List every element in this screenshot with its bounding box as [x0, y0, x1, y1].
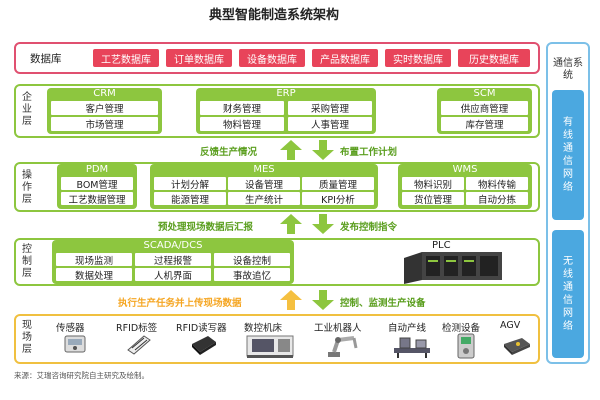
- operation-label: 操作层: [22, 170, 32, 205]
- enterprise-label: 企业层: [22, 92, 32, 127]
- plc-icon: [404, 252, 502, 284]
- erp-title: ERP: [276, 88, 296, 99]
- scada-hmi: 人机界面: [135, 268, 211, 282]
- arrow-up-1-label: 反馈生产情况: [200, 147, 258, 158]
- auto-line-icon: [394, 337, 430, 358]
- mes-plan: 计划分解: [154, 177, 226, 191]
- erp-material: 物料管理: [200, 117, 284, 131]
- arrow-up-3-label: 执行生产任务并上传现场数据: [118, 298, 242, 309]
- scada-recall: 事故追忆: [214, 268, 290, 282]
- scada-control: 设备控制: [214, 253, 290, 267]
- wms-location: 货位管理: [402, 192, 464, 206]
- diagram-title: 典型智能制造系统架构: [208, 8, 339, 23]
- scm-title: SCM: [473, 88, 496, 99]
- arrow-down-1: [312, 140, 334, 160]
- db-order: 订单数据库: [166, 49, 232, 67]
- crm-title: CRM: [93, 88, 116, 99]
- source-note: 来源：艾瑞咨询研究院自主研究及绘制。: [14, 371, 149, 380]
- crm-customer: 客户管理: [51, 101, 158, 115]
- device-line-label: 自动产线: [388, 323, 427, 334]
- wms-transfer: 物料传输: [466, 177, 528, 191]
- arrow-down-1-label: 布置工作计划: [340, 147, 398, 158]
- arrow-down-3: [312, 290, 334, 310]
- device-agv-label: AGV: [500, 320, 521, 331]
- industrial-robot-icon: [328, 336, 358, 357]
- wms-identify: 物料识别: [402, 177, 464, 191]
- arrow-down-2: [312, 214, 334, 234]
- db-equipment: 设备数据库: [239, 49, 305, 67]
- device-inspection-label: 检测设备: [442, 323, 481, 334]
- comm-wired: 有线通信网络: [552, 90, 584, 220]
- wms-title: WMS: [452, 164, 478, 175]
- erp-purchase: 采购管理: [288, 101, 372, 115]
- scada-monitor: 现场监测: [56, 253, 132, 267]
- mes-quality: 质量管理: [302, 177, 374, 191]
- scada-alarm: 过程报警: [135, 253, 211, 267]
- rfid-tag-icon: [127, 335, 151, 355]
- inspection-device-icon: [457, 333, 475, 359]
- pdm-bom: BOM管理: [61, 177, 133, 191]
- erp-finance: 财务管理: [200, 101, 284, 115]
- device-cnc-label: 数控机床: [244, 323, 283, 334]
- arrow-up-2: [280, 214, 302, 234]
- scada-data: 数据处理: [56, 268, 132, 282]
- comm-system: [546, 42, 590, 364]
- device-robot-label: 工业机器人: [314, 323, 362, 334]
- arrow-up-2-label: 预处理现场数据后汇报: [158, 222, 254, 233]
- device-sensor-label: 传感器: [56, 323, 85, 334]
- rfid-reader-icon: [192, 336, 216, 355]
- cnc-machine-icon: [246, 335, 294, 358]
- comm-title: 通信系统: [553, 58, 583, 81]
- pdm-craft: 工艺数据管理: [61, 192, 133, 206]
- field-label: 现场层: [22, 320, 32, 355]
- device-rfid-tag-label: RFID标签: [116, 323, 158, 334]
- erp-hr: 人事管理: [288, 117, 372, 131]
- scada-title: SCADA/DCS: [143, 240, 203, 251]
- scm-inventory: 库存管理: [441, 117, 528, 131]
- control-label: 控制层: [22, 244, 32, 279]
- wms-sorting: 自动分拣: [466, 192, 528, 206]
- db-craft: 工艺数据库: [93, 49, 159, 67]
- pdm-title: PDM: [85, 164, 109, 175]
- mes-equipment: 设备管理: [228, 177, 300, 191]
- mes-title: MES: [253, 164, 275, 175]
- arrow-down-2-label: 发布控制指令: [340, 222, 398, 233]
- crm-market: 市场管理: [51, 117, 158, 131]
- plc-label: PLC: [432, 240, 451, 251]
- db-realtime: 实时数据库: [385, 49, 451, 67]
- comm-wired-label: 有线通信网络: [563, 117, 573, 193]
- mes-energy: 能源管理: [154, 192, 226, 206]
- arrow-up-1: [280, 140, 302, 160]
- arrow-up-3: [280, 290, 302, 310]
- db-history: 历史数据库: [458, 49, 530, 67]
- database-label: 数据库: [30, 53, 62, 65]
- sensor-icon: [64, 335, 86, 353]
- comm-wireless-label: 无线通信网络: [563, 256, 573, 332]
- mes-statistics: 生产统计: [228, 192, 300, 206]
- db-product: 产品数据库: [312, 49, 378, 67]
- arrow-down-3-label: 控制、监测生产设备: [340, 298, 426, 309]
- mes-kpi: KPI分析: [302, 192, 374, 206]
- agv-icon: [504, 338, 530, 355]
- comm-wireless: 无线通信网络: [552, 230, 584, 358]
- device-rfid-reader-label: RFID读写器: [176, 323, 227, 334]
- scm-supplier: 供应商管理: [441, 101, 528, 115]
